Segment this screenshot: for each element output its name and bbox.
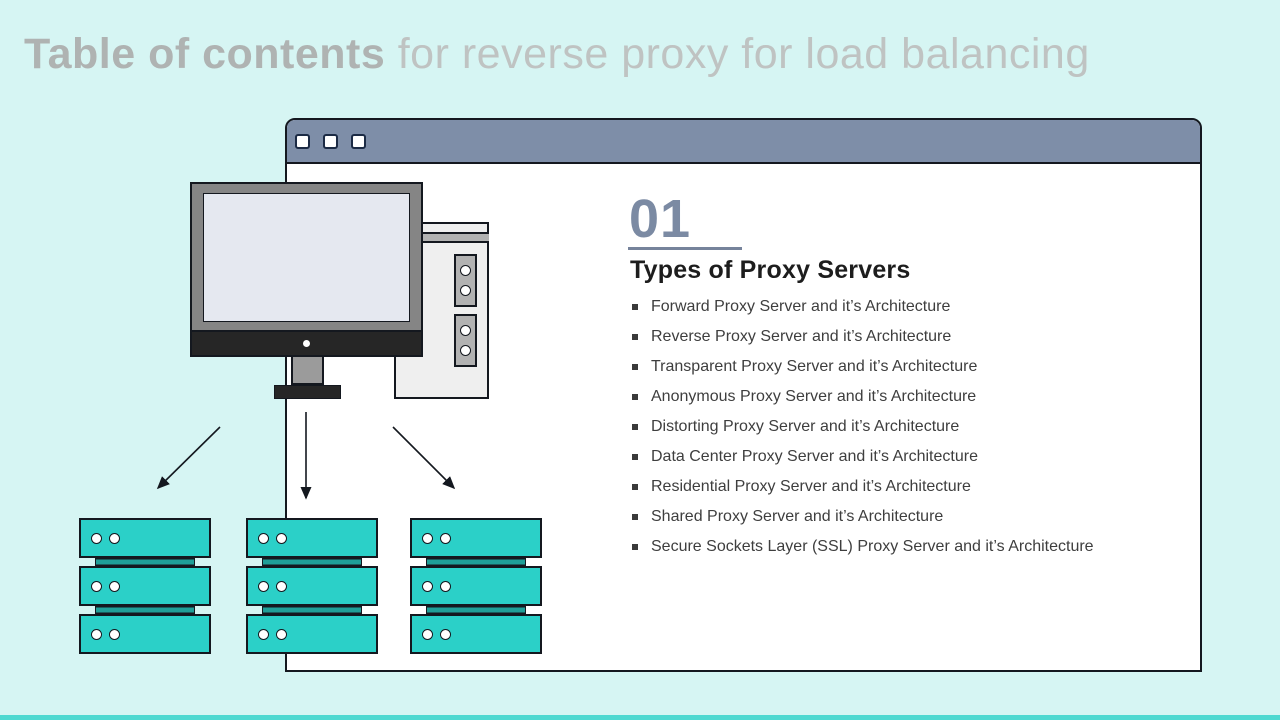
toc-item-label: Shared Proxy Server and it’s Architectur… bbox=[651, 508, 944, 525]
window-control-icon[interactable] bbox=[351, 133, 366, 149]
toc-item-label: Forward Proxy Server and it’s Architectu… bbox=[651, 298, 951, 315]
cpu-tower-stripe bbox=[394, 232, 489, 243]
bullet-icon bbox=[632, 304, 638, 310]
led-icon bbox=[422, 580, 433, 592]
toc-list: Forward Proxy Server and it’s Architectu… bbox=[632, 297, 1192, 567]
toc-item: Data Center Proxy Server and it’s Archit… bbox=[632, 447, 1192, 466]
server-unit bbox=[79, 566, 211, 606]
server-rack-icon bbox=[246, 518, 378, 654]
bullet-icon bbox=[632, 394, 638, 400]
toc-item: Distorting Proxy Server and it’s Archite… bbox=[632, 417, 1192, 436]
server-connector bbox=[95, 558, 195, 566]
server-connector bbox=[426, 558, 526, 566]
led-icon bbox=[276, 580, 287, 592]
led-icon bbox=[460, 345, 471, 356]
toc-item-label: Transparent Proxy Server and it’s Archit… bbox=[651, 358, 978, 375]
server-unit bbox=[410, 518, 542, 558]
toc-item-label: Residential Proxy Server and it’s Archit… bbox=[651, 478, 971, 495]
bullet-icon bbox=[632, 514, 638, 520]
toc-item: Residential Proxy Server and it’s Archit… bbox=[632, 477, 1192, 496]
section-number-underline bbox=[628, 247, 742, 250]
led-icon bbox=[109, 628, 120, 640]
led-icon bbox=[422, 628, 433, 640]
led-icon bbox=[91, 628, 102, 640]
server-unit bbox=[246, 614, 378, 654]
bullet-icon bbox=[632, 544, 638, 550]
section-heading: Types of Proxy Servers bbox=[630, 256, 911, 284]
led-icon bbox=[440, 580, 451, 592]
server-unit bbox=[79, 518, 211, 558]
monitor-stand-base bbox=[274, 385, 341, 399]
window-control-icon[interactable] bbox=[323, 133, 338, 149]
slide-title: Table of contents for reverse proxy for … bbox=[24, 30, 1090, 79]
toc-item: Shared Proxy Server and it’s Architectur… bbox=[632, 507, 1192, 526]
down-left-arrow-icon bbox=[156, 426, 221, 490]
section-number: 01 bbox=[629, 189, 692, 249]
toc-item-label: Secure Sockets Layer (SSL) Proxy Server … bbox=[651, 538, 1094, 555]
bullet-icon bbox=[632, 334, 638, 340]
led-icon bbox=[422, 532, 433, 544]
bullet-icon bbox=[632, 364, 638, 370]
server-unit bbox=[246, 566, 378, 606]
bullet-icon bbox=[632, 454, 638, 460]
monitor-power-dot-icon bbox=[303, 340, 310, 347]
server-unit bbox=[79, 614, 211, 654]
window-control-icon[interactable] bbox=[295, 133, 310, 149]
toc-item-label: Data Center Proxy Server and it’s Archit… bbox=[651, 448, 978, 465]
monitor-screen bbox=[203, 193, 410, 322]
monitor-stand-neck bbox=[291, 357, 324, 385]
server-connector bbox=[262, 558, 362, 566]
toc-item: Secure Sockets Layer (SSL) Proxy Server … bbox=[632, 537, 1192, 556]
server-unit bbox=[410, 614, 542, 654]
server-rack-icon bbox=[410, 518, 542, 654]
toc-item: Anonymous Proxy Server and it’s Architec… bbox=[632, 387, 1192, 406]
toc-item: Reverse Proxy Server and it’s Architectu… bbox=[632, 327, 1192, 346]
led-icon bbox=[460, 265, 471, 276]
server-connector bbox=[95, 606, 195, 614]
cpu-tower-panel bbox=[454, 314, 477, 367]
bullet-icon bbox=[632, 424, 638, 430]
led-icon bbox=[109, 532, 120, 544]
toc-item-label: Distorting Proxy Server and it’s Archite… bbox=[651, 418, 960, 435]
led-icon bbox=[91, 580, 102, 592]
led-icon bbox=[440, 628, 451, 640]
server-connector bbox=[262, 606, 362, 614]
toc-item: Forward Proxy Server and it’s Architectu… bbox=[632, 297, 1192, 316]
toc-item-label: Reverse Proxy Server and it’s Architectu… bbox=[651, 328, 952, 345]
led-icon bbox=[258, 628, 269, 640]
cpu-tower-panel bbox=[454, 254, 477, 307]
led-icon bbox=[276, 532, 287, 544]
monitor-chin bbox=[190, 330, 423, 357]
server-connector bbox=[426, 606, 526, 614]
led-icon bbox=[440, 532, 451, 544]
led-icon bbox=[109, 580, 120, 592]
toc-item: Transparent Proxy Server and it’s Archit… bbox=[632, 357, 1192, 376]
bullet-icon bbox=[632, 484, 638, 490]
slide-title-bold: Table of contents bbox=[24, 30, 386, 78]
led-icon bbox=[460, 325, 471, 336]
server-unit bbox=[246, 518, 378, 558]
browser-window-titlebar bbox=[287, 120, 1200, 164]
toc-item-label: Anonymous Proxy Server and it’s Architec… bbox=[651, 388, 977, 405]
led-icon bbox=[258, 532, 269, 544]
led-icon bbox=[91, 532, 102, 544]
led-icon bbox=[460, 285, 471, 296]
led-icon bbox=[258, 580, 269, 592]
led-icon bbox=[276, 628, 287, 640]
bottom-accent-strip bbox=[0, 715, 1280, 720]
server-unit bbox=[410, 566, 542, 606]
desktop-monitor-icon bbox=[190, 182, 423, 357]
server-rack-icon bbox=[79, 518, 211, 654]
cpu-tower-icon bbox=[394, 222, 489, 399]
slide-title-light: for reverse proxy for load balancing bbox=[397, 30, 1090, 78]
